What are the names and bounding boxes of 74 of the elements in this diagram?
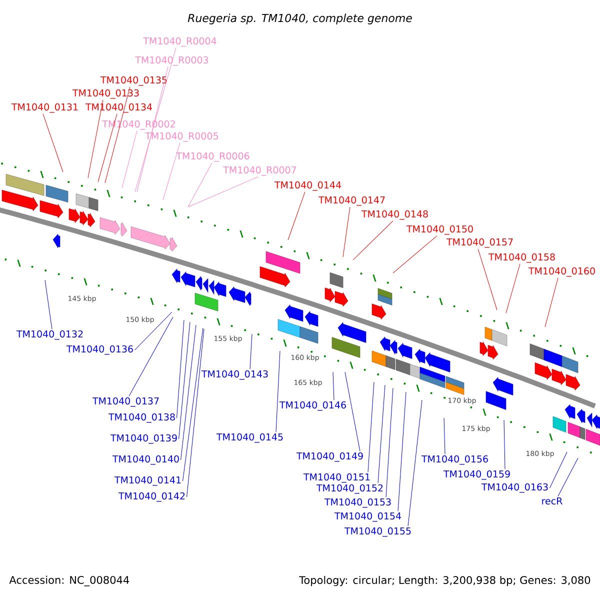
- leader-line: [352, 220, 394, 260]
- gene-label: TM1040_0159: [443, 470, 510, 480]
- gene-label: TM1040_0141: [114, 476, 181, 486]
- leader-line: [288, 192, 306, 240]
- gene-label: TM1040_0135: [100, 76, 167, 86]
- leader-line: [136, 66, 168, 192]
- leader-line: [42, 114, 64, 172]
- leader-line: [478, 248, 498, 310]
- leader-line: [188, 176, 258, 208]
- gene-label: TM1040_0132: [16, 330, 83, 340]
- leader-line: [88, 100, 104, 178]
- leader-line: [550, 452, 568, 488]
- leader-line: [128, 316, 174, 396]
- leader-line: [408, 400, 422, 526]
- leader-line: [98, 114, 118, 182]
- leader-line: [178, 322, 190, 440]
- leader-line: [186, 328, 204, 498]
- leader-line: [176, 320, 184, 418]
- gene-label: TM1040_0157: [446, 238, 513, 248]
- leader-line: [444, 418, 446, 454]
- leader-line: [134, 312, 172, 350]
- leader-line: [276, 350, 280, 432]
- gene-label: recR: [542, 497, 562, 505]
- title: Ruegeria sp. TM1040, complete genome: [188, 14, 412, 24]
- footer-text: Topology: circular; Length: 3,200,938 bp; Genes: 3,080: [299, 576, 590, 586]
- leader-line: [386, 388, 394, 498]
- gene-label: TM1040_0152: [316, 484, 383, 494]
- footer-text: Accession: NC_008044: [9, 576, 130, 586]
- gene-label: TM1040_0163: [481, 483, 548, 493]
- leader-line: [104, 86, 130, 184]
- gene-label: TM1040_0151: [303, 473, 370, 483]
- leader-line: [162, 142, 180, 200]
- leader-line: [504, 420, 506, 470]
- gene-label: TM1040_0150: [406, 225, 473, 235]
- gene-label: TM1040_R0004: [143, 37, 216, 47]
- leader-line: [332, 372, 334, 400]
- gene-label: TM1040_0143: [201, 370, 268, 380]
- leader-line: [344, 372, 360, 452]
- leader-line: [392, 236, 438, 274]
- gene-label: TM1040_0136: [66, 345, 133, 355]
- gene-label: TM1040_0154: [334, 512, 402, 522]
- gene-label: TM1040_0149: [296, 452, 363, 462]
- gene-label: TM1040_0153: [324, 498, 391, 508]
- gene-label: TM1040_0142: [118, 492, 185, 502]
- leader-line: [558, 458, 578, 497]
- leader-line: [122, 130, 138, 188]
- gene-label: TM1040_0144: [274, 181, 342, 191]
- gene-label: TM1040_0137: [92, 397, 159, 407]
- gene-label: TM1040_0139: [110, 434, 177, 444]
- leader-line: [188, 162, 212, 208]
- gene-label: TM1040_0148: [361, 210, 428, 220]
- leader-line: [134, 48, 176, 192]
- gene-label: TM1040_0156: [421, 455, 488, 465]
- leader-line: [368, 382, 374, 472]
- gene-label: TM1040_0131: [11, 103, 78, 113]
- leader-line: [378, 384, 386, 484]
- leader-line: [250, 334, 252, 370]
- gene-label: TM1040_0155: [344, 527, 411, 537]
- gene-label: TM1040_0147: [318, 196, 385, 206]
- leader-line: [398, 392, 406, 512]
- gene-label: TM1040_0138: [108, 413, 175, 423]
- leader-line: [342, 206, 350, 258]
- leader-line: [180, 324, 196, 460]
- gene-label: TM1040_R0006: [176, 152, 250, 162]
- leader-line: [44, 280, 52, 330]
- leader-line: [182, 328, 204, 482]
- gene-label: TM1040_0140: [112, 455, 179, 465]
- gene-label: TM1040_0160: [528, 267, 595, 277]
- leader-line: [506, 264, 520, 314]
- leader-line: [544, 278, 558, 328]
- gene-label: TM1040_0146: [279, 401, 346, 411]
- gene-label: TM1040_R0007: [223, 166, 296, 176]
- gene-label: TM1040_0158: [488, 253, 555, 263]
- gene-label: TM1040_0145: [216, 433, 283, 443]
